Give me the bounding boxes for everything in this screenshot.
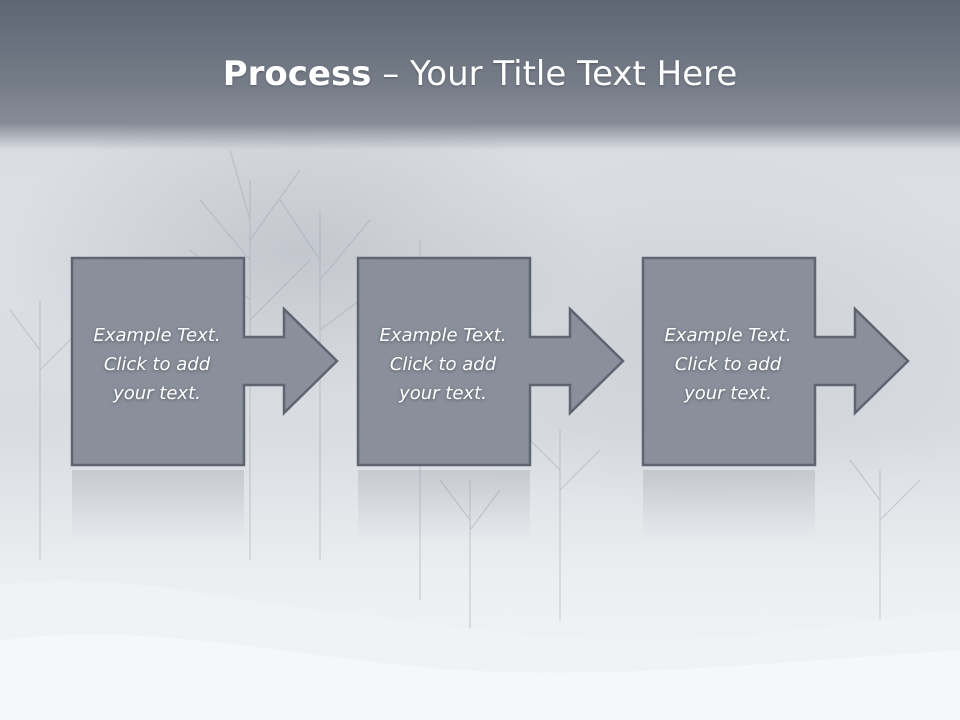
step-text-line: Click to add bbox=[674, 353, 782, 375]
step-reflection bbox=[357, 470, 697, 540]
process-step-3[interactable]: Example Text. Click to add your text. bbox=[641, 256, 960, 467]
title-band bbox=[0, 0, 960, 150]
step-text-line: your text. bbox=[684, 382, 772, 404]
step-text[interactable]: Example Text. Click to add your text. bbox=[642, 309, 814, 419]
process-step-1[interactable]: Example Text. Click to add your text. bbox=[70, 256, 411, 467]
step-reflection bbox=[71, 470, 411, 540]
step-reflection bbox=[642, 470, 942, 540]
step-text-line: Example Text. bbox=[93, 324, 221, 346]
slide-title[interactable]: Process – Your Title Text Here bbox=[0, 52, 960, 96]
step-text-line: Click to add bbox=[389, 353, 497, 375]
step-text-line: your text. bbox=[399, 382, 487, 404]
slide-title-bold: Process bbox=[222, 54, 372, 94]
step-text[interactable]: Example Text. Click to add your text. bbox=[357, 309, 529, 419]
step-text-line: Example Text. bbox=[379, 324, 507, 346]
step-text-line: your text. bbox=[113, 382, 201, 404]
right-arrow-icon bbox=[641, 256, 910, 467]
right-arrow-icon bbox=[70, 256, 339, 467]
step-text-line: Click to add bbox=[103, 353, 211, 375]
step-text[interactable]: Example Text. Click to add your text. bbox=[71, 309, 243, 419]
slide-title-rest: – Your Title Text Here bbox=[371, 54, 738, 94]
step-text-line: Example Text. bbox=[664, 324, 792, 346]
right-arrow-icon bbox=[356, 256, 625, 467]
process-step-2[interactable]: Example Text. Click to add your text. bbox=[356, 256, 697, 467]
